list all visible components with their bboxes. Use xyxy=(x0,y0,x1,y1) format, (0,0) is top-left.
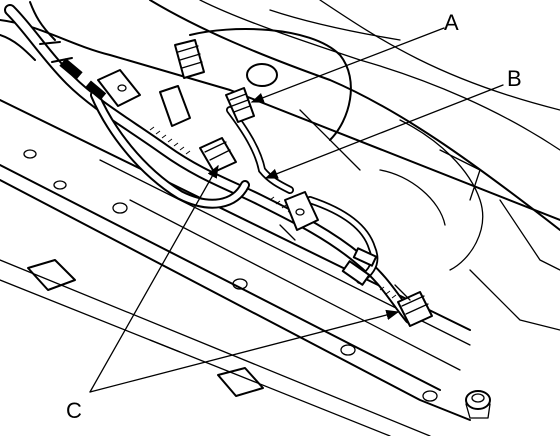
callout-c: C xyxy=(66,398,82,423)
floor-panel xyxy=(0,0,560,331)
rivet-hole xyxy=(422,390,438,402)
callout-a: A xyxy=(444,10,459,35)
connector-upper xyxy=(174,39,205,79)
leader-line-a xyxy=(250,27,445,103)
rivet-hole xyxy=(340,344,356,356)
harness-brackets xyxy=(97,69,319,241)
harness-clip xyxy=(394,284,433,327)
mounting-bracket xyxy=(159,85,191,127)
connector-a xyxy=(225,87,255,123)
rivet-hole xyxy=(23,149,37,159)
leader-line-c-lower xyxy=(89,309,400,393)
callout-b: B xyxy=(507,66,522,91)
harness-clip xyxy=(199,137,237,173)
leader-line-b xyxy=(264,84,504,179)
side-sill xyxy=(0,99,471,436)
mounting-bracket xyxy=(97,69,141,107)
leader-line-c-upper xyxy=(89,164,219,393)
rivet-hole xyxy=(53,180,67,190)
floor-cutout xyxy=(27,259,76,291)
rivet-hole xyxy=(112,202,128,214)
floor-cutout xyxy=(217,367,264,397)
mounting-bracket xyxy=(284,191,319,231)
leader-lines xyxy=(89,27,504,393)
rivet-hole xyxy=(232,278,248,290)
grommet xyxy=(465,390,491,419)
